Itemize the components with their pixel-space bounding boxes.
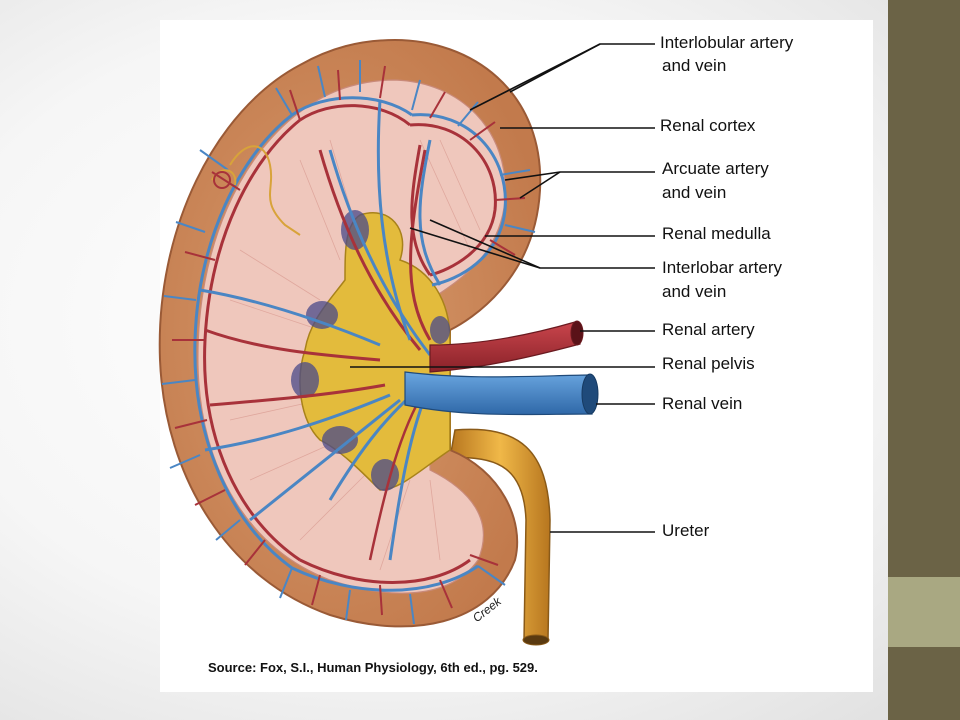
label-interlobular-line1: Interlobular artery bbox=[660, 33, 794, 52]
nephron-detail bbox=[211, 145, 301, 236]
renal-artery-opening bbox=[570, 320, 584, 346]
label-interlobar-line1: Interlobar artery bbox=[662, 258, 782, 277]
label-arcuate-line2: and vein bbox=[662, 183, 727, 202]
leader-lines bbox=[350, 43, 655, 533]
arcuate-veins bbox=[193, 96, 507, 592]
sidebar-light-block bbox=[888, 577, 960, 647]
renal-vein-tube bbox=[404, 371, 593, 416]
label-ureter: Ureter bbox=[662, 521, 710, 540]
ureter-opening bbox=[522, 634, 550, 646]
sidebar-dark-bottom bbox=[888, 647, 960, 720]
label-renal-vein: Renal vein bbox=[662, 394, 743, 413]
label-renal-pelvis: Renal pelvis bbox=[662, 354, 755, 373]
sidebar-dark-top bbox=[888, 0, 960, 577]
renal-vein-opening bbox=[581, 373, 599, 415]
label-renal-artery: Renal artery bbox=[662, 320, 755, 339]
label-renal-cortex: Renal cortex bbox=[660, 116, 756, 135]
source-citation: Source: Fox, S.I., Human Physiology, 6th… bbox=[208, 660, 538, 675]
arcuate-arteries bbox=[203, 104, 497, 584]
interlobular-branches bbox=[161, 60, 536, 625]
label-interlobular-line2: and vein bbox=[662, 56, 727, 75]
label-renal-medulla: Renal medulla bbox=[662, 224, 771, 243]
label-arcuate-line1: Arcuate artery bbox=[662, 159, 769, 178]
medulla-striations bbox=[229, 139, 481, 571]
label-interlobar-line2: and vein bbox=[662, 282, 727, 301]
